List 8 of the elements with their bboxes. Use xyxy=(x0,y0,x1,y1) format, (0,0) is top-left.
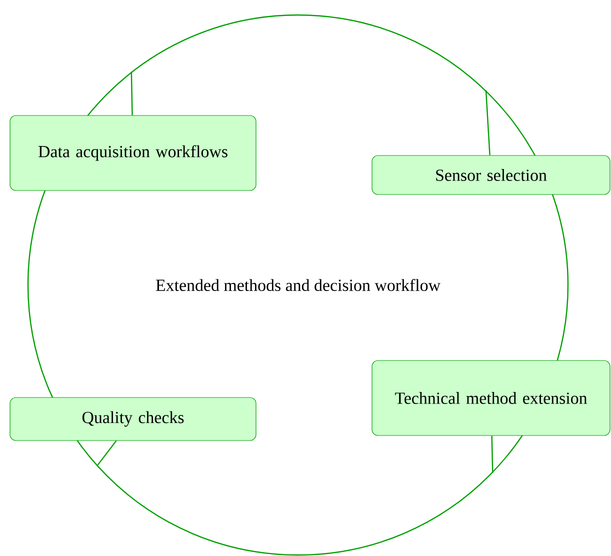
connector-line xyxy=(491,436,494,473)
topic-box: Sensor selection xyxy=(372,155,610,195)
topic-box: Data acquisition workflows xyxy=(10,115,256,191)
topic-box: Quality checks xyxy=(10,397,256,441)
connector-line xyxy=(130,72,133,116)
connector-line xyxy=(485,90,490,156)
topic-box: Technical method extension xyxy=(372,360,610,436)
connector-line xyxy=(96,440,117,466)
